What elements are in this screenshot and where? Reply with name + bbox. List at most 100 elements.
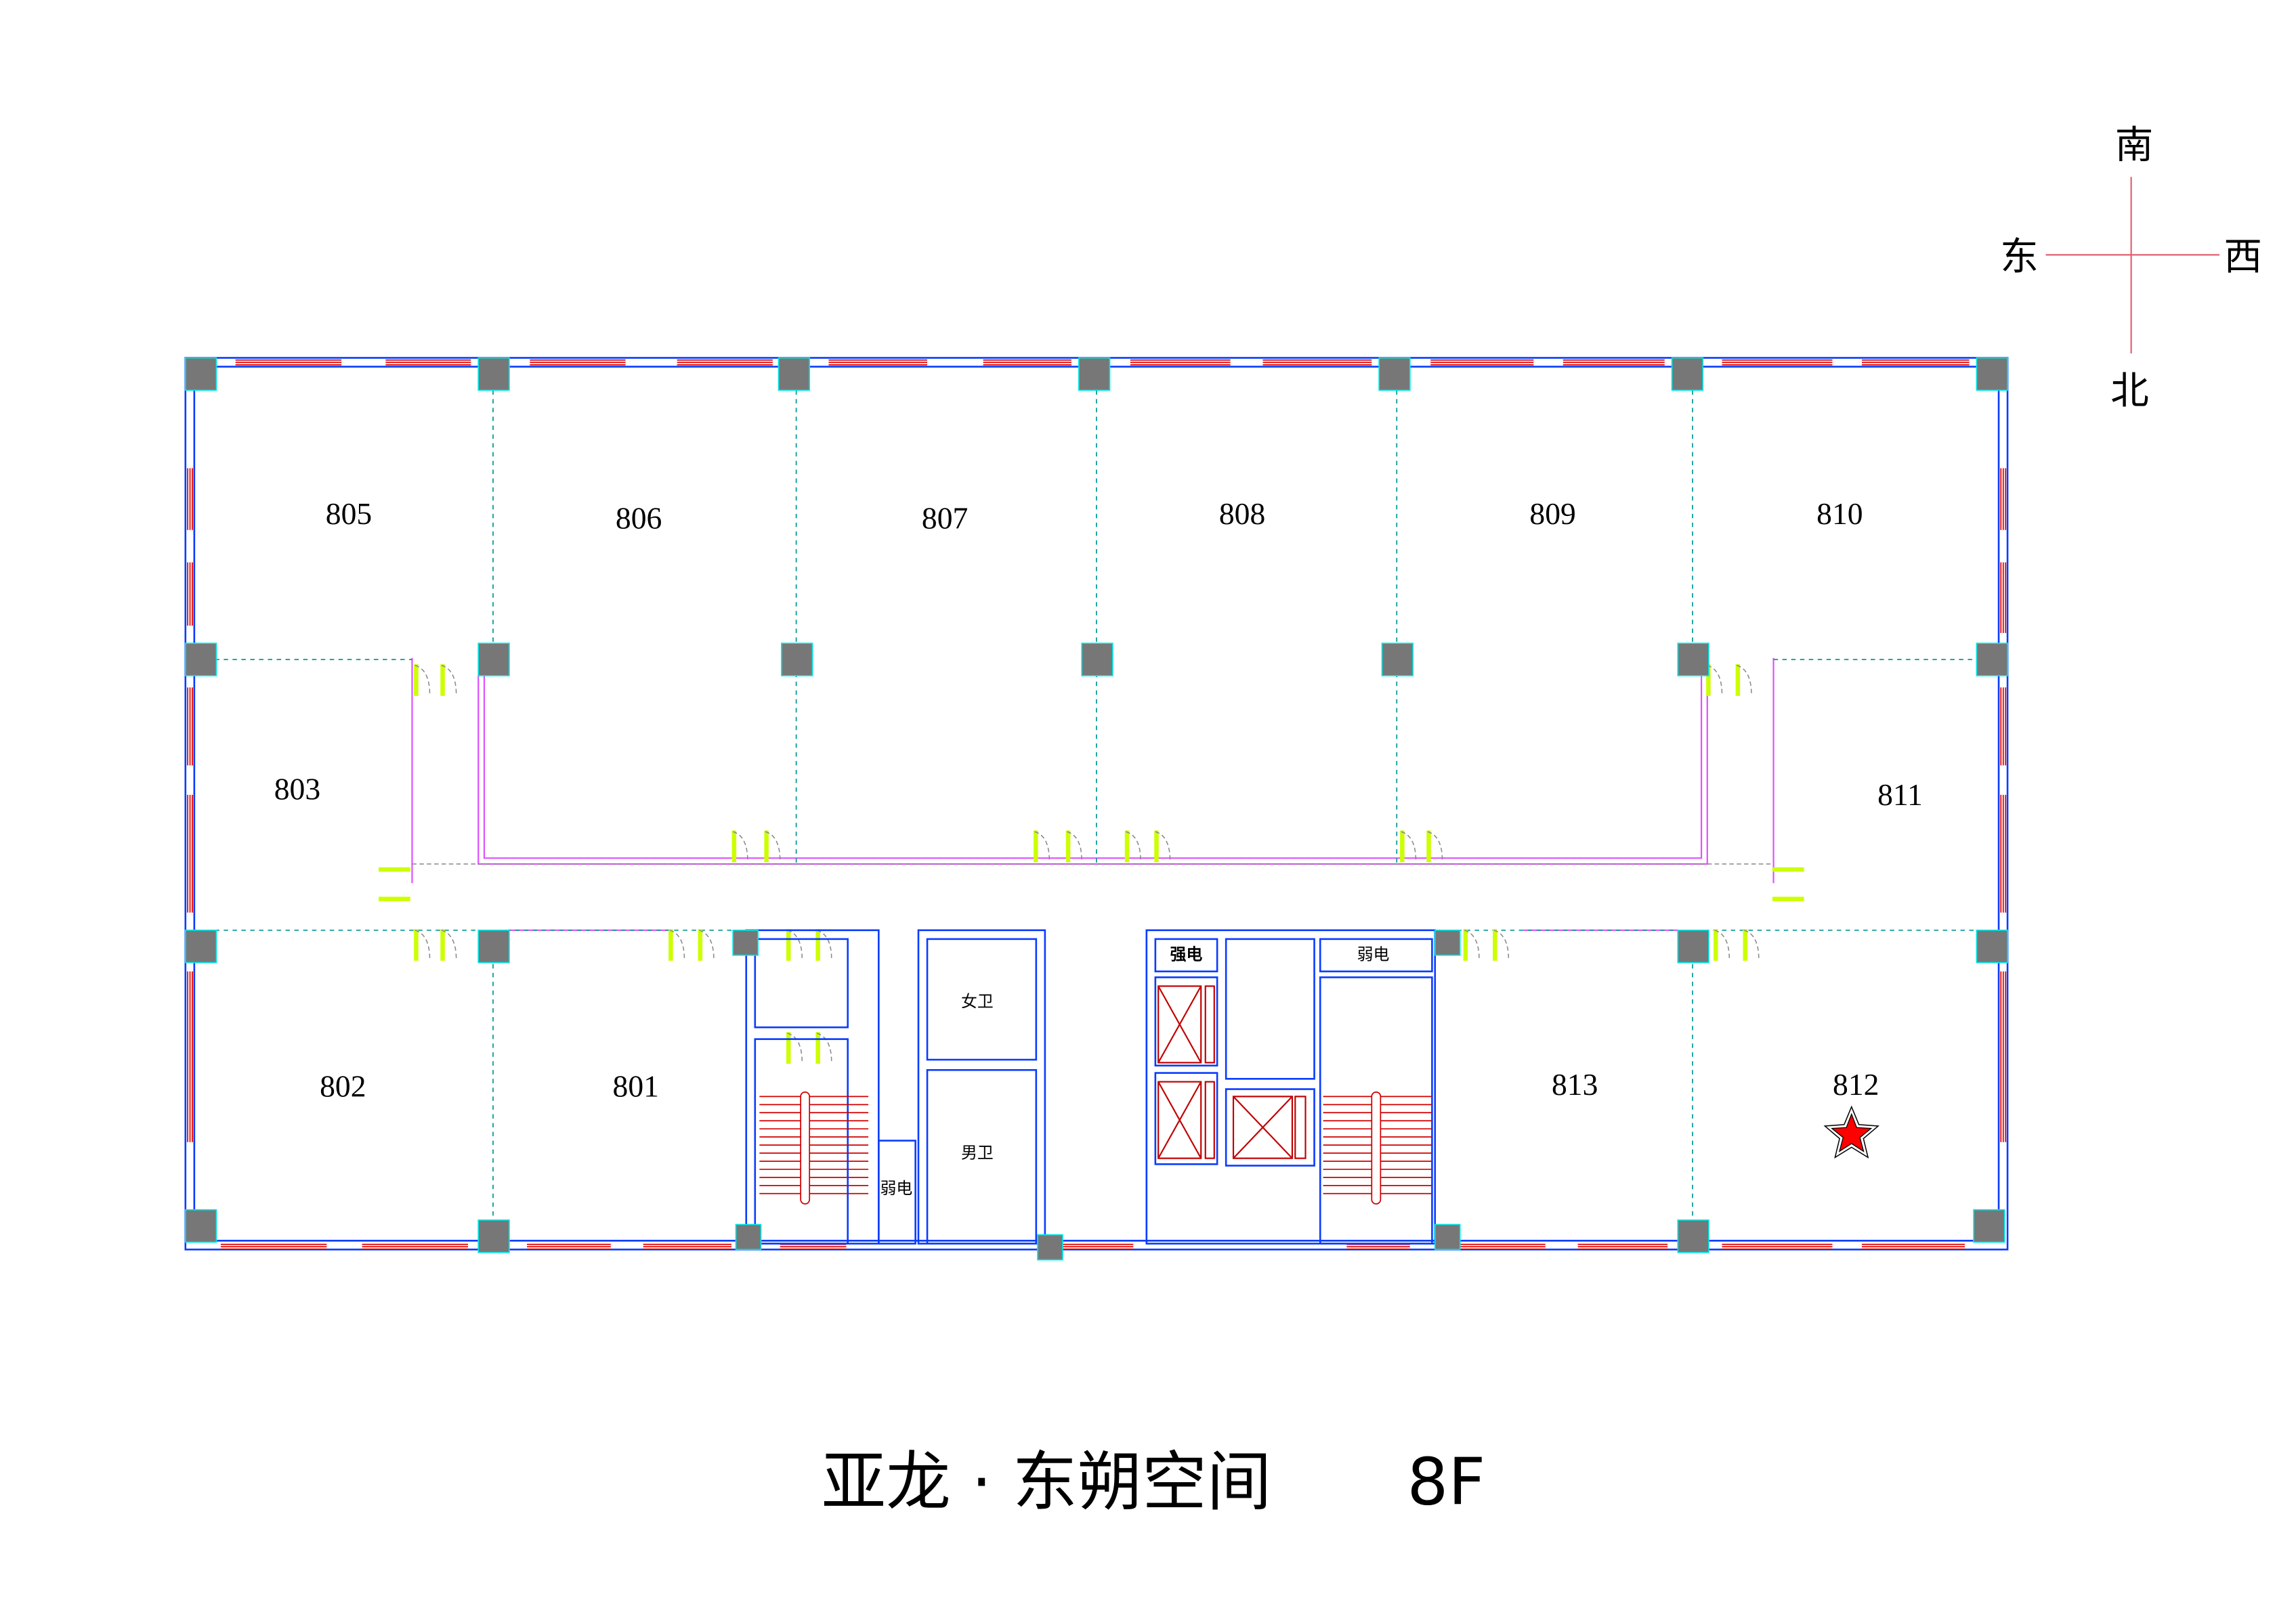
column [1976, 357, 2008, 391]
room-labels: 805 806 807 808 809 810 803 811 802 801 … [274, 496, 1923, 1103]
room-812-label[interactable]: 812 [1833, 1067, 1879, 1102]
door-swing [441, 930, 457, 960]
weak-current-room-left-label: 弱电 [880, 1179, 913, 1198]
door-swing [787, 1033, 803, 1063]
door [786, 929, 791, 961]
door [1400, 830, 1405, 863]
column [1976, 643, 2008, 676]
room-811-label[interactable]: 811 [1877, 777, 1923, 812]
door-swing [732, 831, 748, 861]
compass-south-label: 南 [2115, 123, 2154, 167]
column [1434, 1224, 1461, 1251]
column [184, 357, 217, 391]
structural-columns [184, 357, 2008, 1261]
column [184, 929, 217, 964]
door-swing [1067, 831, 1082, 861]
door-swing [1034, 831, 1050, 861]
column [477, 1219, 510, 1253]
door-swing [1493, 930, 1510, 960]
column [1677, 1219, 1709, 1253]
compass-west-label: 西 [2224, 235, 2263, 279]
door-swing [765, 831, 781, 861]
door [764, 830, 769, 863]
column [477, 929, 510, 964]
door [1735, 664, 1741, 696]
column [1081, 643, 1113, 676]
door [440, 929, 445, 961]
service-core: 女卫 男卫 弱电 强电 弱电 [745, 929, 1437, 1245]
column [1973, 1209, 2005, 1243]
door-swing [1464, 930, 1480, 960]
star-icon [1823, 1105, 1879, 1159]
column [1671, 357, 1704, 391]
column [1677, 643, 1709, 676]
door [698, 929, 703, 961]
door-swing [1736, 664, 1752, 695]
column [1976, 929, 2008, 964]
column [477, 643, 510, 676]
column [184, 643, 217, 676]
weak-current-room-right-label: 弱电 [1357, 945, 1390, 964]
door [815, 1032, 820, 1064]
column [735, 1224, 762, 1251]
column [781, 643, 813, 676]
door [1743, 929, 1747, 961]
partitions [215, 390, 1977, 1222]
column [732, 929, 759, 956]
stair-handrail [800, 1091, 811, 1205]
windows [187, 359, 2007, 1250]
door [379, 867, 410, 872]
column [477, 357, 510, 391]
floor-label: 8F [1407, 1444, 1485, 1519]
door-swing [1714, 930, 1730, 960]
door-swing [816, 1033, 832, 1063]
door-swing [414, 930, 431, 960]
door [414, 664, 419, 696]
door [1714, 929, 1718, 961]
room-808-label[interactable]: 808 [1219, 496, 1265, 531]
room-806-label[interactable]: 806 [616, 501, 662, 536]
room-801-label[interactable]: 801 [613, 1068, 659, 1103]
door [440, 664, 445, 696]
womens-toilet-label: 女卫 [961, 992, 994, 1011]
door [1034, 830, 1038, 863]
room-809-label[interactable]: 809 [1529, 496, 1575, 531]
door [786, 1032, 791, 1064]
strong-current-room-label: 强电 [1170, 945, 1203, 964]
door-swing [1155, 831, 1171, 861]
door-swing [1126, 831, 1141, 861]
door [1463, 929, 1468, 961]
column [1378, 357, 1411, 391]
building-title: 亚龙 · 东朔空间 [822, 1444, 1272, 1519]
door [1772, 896, 1804, 901]
room-813-label[interactable]: 813 [1552, 1067, 1598, 1102]
door-swing [1707, 664, 1723, 695]
door [379, 896, 410, 901]
mens-toilet-label: 男卫 [961, 1144, 994, 1163]
room-802-label[interactable]: 802 [320, 1068, 366, 1103]
door [1124, 830, 1130, 863]
room-807-label[interactable]: 807 [922, 501, 968, 536]
door [668, 929, 673, 961]
door-swing [414, 664, 431, 695]
door [731, 830, 737, 863]
door-swing [1743, 930, 1760, 960]
column [1677, 929, 1709, 964]
room-805-label[interactable]: 805 [326, 496, 372, 531]
room-803-label[interactable]: 803 [274, 771, 320, 806]
door-swing [669, 930, 685, 960]
room-810-label[interactable]: 810 [1816, 496, 1863, 531]
door-swing [698, 930, 715, 960]
door-swing [1401, 831, 1417, 861]
door [1772, 867, 1804, 872]
elevator-icon [1157, 985, 1306, 1159]
door-swing [441, 664, 457, 695]
column [1078, 357, 1111, 391]
column [184, 1209, 217, 1243]
doors [379, 664, 1804, 1064]
door [1154, 830, 1159, 863]
door [815, 929, 820, 961]
compass: 南 北 东 西 [2000, 123, 2262, 413]
door-swing [1427, 831, 1443, 861]
